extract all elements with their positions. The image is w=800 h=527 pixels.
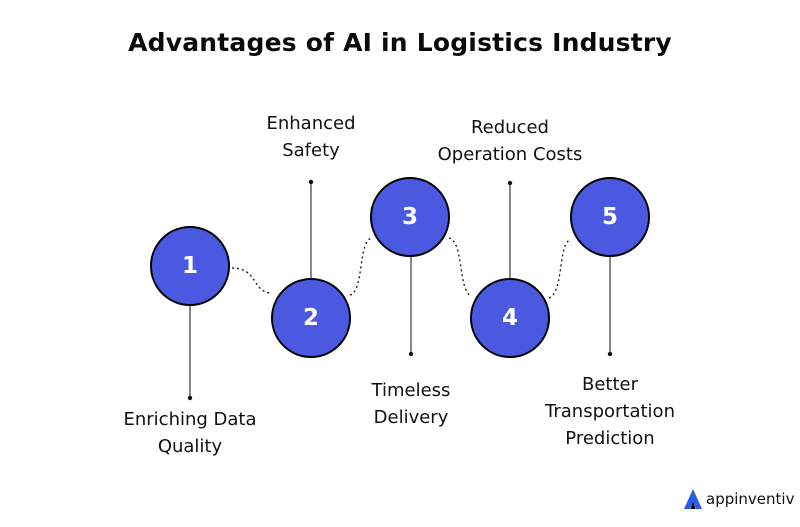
step-4-label-line-1: Reduced xyxy=(470,117,549,138)
step-2-label-line-1: Enhanced xyxy=(266,113,356,134)
step-3-circle: 3 xyxy=(370,177,450,257)
step-1-label-line-1: Enriching Data xyxy=(123,409,257,430)
step-2-label: Enhanced Safety xyxy=(211,110,411,164)
appinventiv-logo: appinventiv xyxy=(683,486,794,512)
diagram-title: Advantages of AI in Logistics Industry xyxy=(128,28,672,57)
connector-2-3 xyxy=(349,237,373,296)
step-5-circle: 5 xyxy=(570,177,650,257)
step-3-label: Timeless Delivery xyxy=(311,377,511,431)
appinventiv-a-icon xyxy=(684,489,702,509)
step-4-circle: 4 xyxy=(470,278,550,358)
step-5-label-line-3: Prediction xyxy=(565,428,655,449)
pointer-1 xyxy=(187,291,193,401)
step-4-label-line-2: Operation Costs xyxy=(437,144,583,165)
step-1-label: Enriching Data Quality xyxy=(90,406,290,460)
step-2-circle: 2 xyxy=(271,278,351,358)
step-1-circle: 1 xyxy=(150,226,230,306)
pointer-3 xyxy=(408,249,414,357)
connector-4-5 xyxy=(548,239,571,299)
step-1-label-line-2: Quality xyxy=(157,436,223,457)
connector-3-4 xyxy=(448,237,472,297)
step-3-label-line-2: Delivery xyxy=(373,407,449,428)
step-5-label-line-1: Better xyxy=(581,374,638,395)
step-3-label-line-1: Timeless xyxy=(371,380,451,401)
step-5-label: Better Transportation Prediction xyxy=(510,371,710,452)
pointer-2 xyxy=(308,179,314,285)
step-2-label-line-2: Safety xyxy=(282,140,340,161)
step-5-label-line-2: Transportation xyxy=(545,401,675,422)
logo-text: appinventiv xyxy=(706,490,795,508)
pointer-4 xyxy=(507,180,513,287)
step-4-label: Reduced Operation Costs xyxy=(410,114,610,168)
connector-1-2 xyxy=(231,267,272,294)
pointer-5 xyxy=(607,249,613,357)
